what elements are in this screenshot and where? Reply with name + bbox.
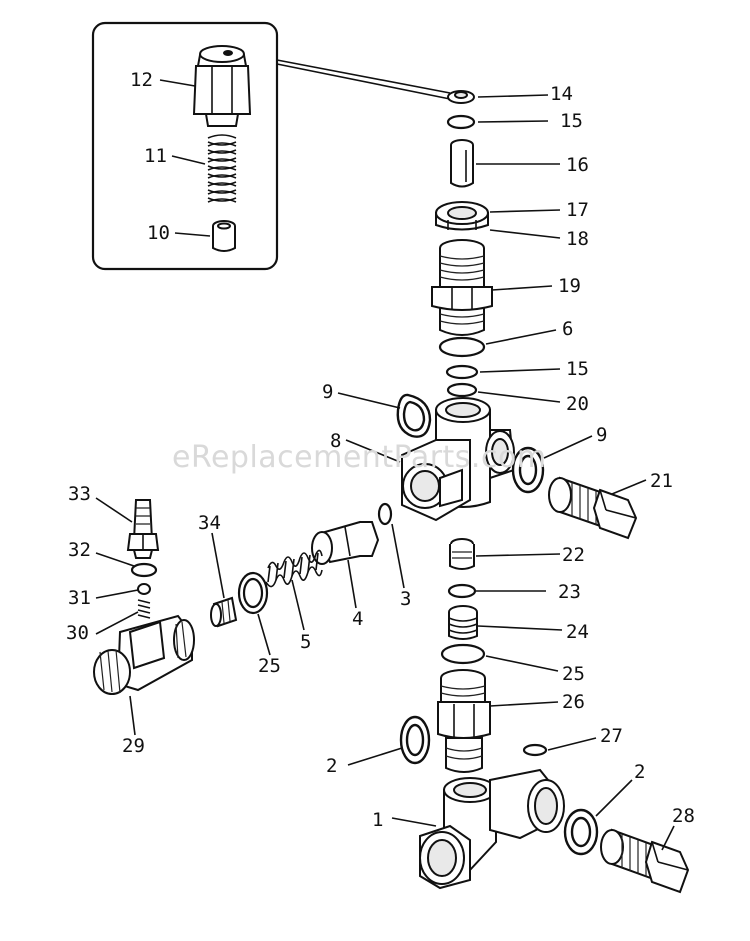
part-32-oring <box>130 562 158 578</box>
label-27: 27 <box>600 725 623 747</box>
label-16: 16 <box>566 154 589 176</box>
part-6-oring <box>438 336 486 358</box>
label-24: 24 <box>566 621 589 643</box>
label-12: 12 <box>130 69 153 91</box>
part-5-spring <box>265 549 323 588</box>
part-27-oring <box>522 743 548 757</box>
part-2-gasket-right <box>563 808 599 856</box>
part-25-oring-right <box>440 643 486 665</box>
label-23: 23 <box>558 581 581 603</box>
label-15-lower: 15 <box>566 358 589 380</box>
part-23-oring <box>447 583 477 599</box>
label-21: 21 <box>650 470 673 492</box>
label-9-left: 9 <box>322 381 333 403</box>
part-9-gasket-right <box>511 446 545 494</box>
part-20-oring <box>446 382 478 398</box>
label-9-right: 9 <box>596 424 607 446</box>
part-30-spring <box>137 599 151 619</box>
label-5: 5 <box>300 631 311 653</box>
watermark-text: eReplacementParts.com <box>172 440 547 475</box>
part-26-fitting <box>437 669 491 773</box>
part-8-manifold-body <box>401 397 516 522</box>
part-4-piston <box>311 520 380 565</box>
label-15-upper: 15 <box>560 110 583 132</box>
part-10-seat <box>212 220 236 252</box>
label-3: 3 <box>400 588 411 610</box>
part-21-bolt <box>548 476 638 540</box>
label-33: 33 <box>68 483 91 505</box>
label-29: 29 <box>122 735 145 757</box>
label-8: 8 <box>330 430 341 452</box>
label-1: 1 <box>372 809 383 831</box>
label-6: 6 <box>562 318 573 340</box>
label-34: 34 <box>198 512 221 534</box>
label-14: 14 <box>550 83 573 105</box>
part-19-threaded-body <box>431 239 493 336</box>
part-12-hex-cap <box>192 45 252 127</box>
part-1-tee-body <box>419 768 565 890</box>
part-16-piston <box>450 139 474 188</box>
leader-lines <box>95 79 675 851</box>
label-30: 30 <box>66 622 89 644</box>
label-20: 20 <box>566 393 589 415</box>
label-25-right: 25 <box>562 663 585 685</box>
part-15-oring-upper <box>446 114 476 130</box>
part-2-gasket-left <box>399 715 431 765</box>
part-28-bolt <box>600 828 690 894</box>
part-9-gasket-left <box>396 393 432 438</box>
label-18: 18 <box>566 228 589 250</box>
label-17: 17 <box>566 199 589 221</box>
part-25-oring-left <box>237 571 269 615</box>
label-31: 31 <box>68 587 91 609</box>
part-3-oring <box>377 502 393 526</box>
part-33-barb <box>126 499 160 559</box>
label-28: 28 <box>672 805 695 827</box>
part-11-spring <box>207 134 237 203</box>
part-15-oring-lower <box>445 364 479 380</box>
part-17-locknut <box>435 201 489 231</box>
label-19: 19 <box>558 275 581 297</box>
label-32: 32 <box>68 539 91 561</box>
label-10: 10 <box>147 222 170 244</box>
label-11: 11 <box>144 145 167 167</box>
part-14-nut <box>447 90 475 104</box>
label-25-left: 25 <box>258 655 281 677</box>
label-2-right: 2 <box>634 761 645 783</box>
label-4: 4 <box>352 608 363 630</box>
label-2-left: 2 <box>326 755 337 777</box>
label-26: 26 <box>562 691 585 713</box>
part-34-nipple <box>210 596 238 628</box>
part-22-seat <box>449 538 475 570</box>
part-number-labels: 12 11 10 14 15 16 17 18 19 6 15 20 9 8 9… <box>66 69 695 831</box>
label-22: 22 <box>562 544 585 566</box>
part-24-spring-cup <box>448 605 478 640</box>
part-31-ball <box>137 583 151 595</box>
part-29-adjuster-body <box>93 614 195 695</box>
